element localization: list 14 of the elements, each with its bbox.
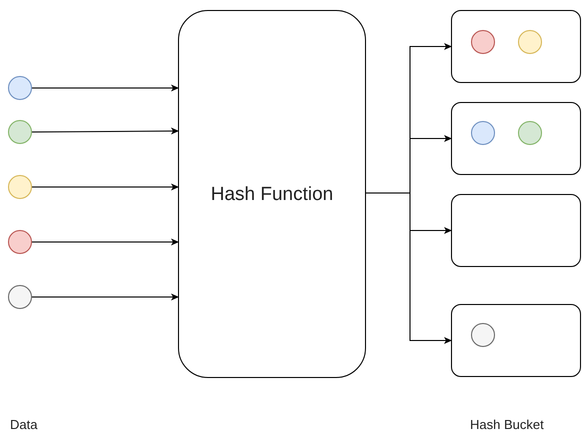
arrow <box>32 294 179 300</box>
caption-label: Hash Bucket <box>470 416 544 434</box>
bucket-box <box>451 194 581 267</box>
arrow <box>366 192 452 344</box>
caption-label: Data <box>10 416 38 434</box>
node-label: Hash Function <box>210 182 334 206</box>
process-box <box>178 10 366 378</box>
bucket-box <box>451 102 581 175</box>
arrow <box>32 84 179 92</box>
bucket-box <box>451 10 581 83</box>
arrow <box>32 184 179 190</box>
arrow <box>32 128 179 135</box>
arrow <box>32 238 179 246</box>
bucket-box <box>451 304 581 377</box>
